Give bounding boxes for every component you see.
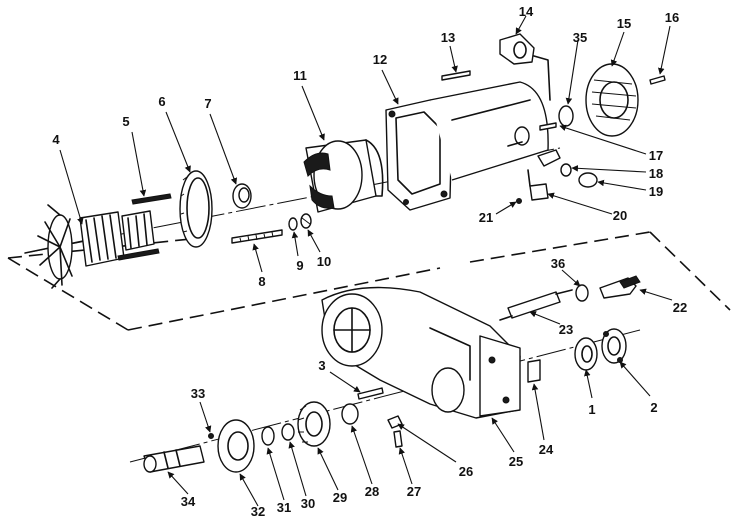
label-8: 8 xyxy=(258,274,265,289)
label-13: 13 xyxy=(441,30,455,45)
label-1: 1 xyxy=(588,402,595,417)
leader-lines xyxy=(59,15,673,507)
brush-set xyxy=(117,193,172,261)
armature-fan xyxy=(24,204,155,289)
label-23: 23 xyxy=(559,322,573,337)
label-3: 3 xyxy=(318,358,325,373)
label-32: 32 xyxy=(251,504,265,519)
bearing-retainer xyxy=(527,328,627,383)
label-36: 36 xyxy=(551,256,565,271)
label-7: 7 xyxy=(204,96,211,111)
label-31: 31 xyxy=(277,500,291,515)
drive-train xyxy=(143,401,359,473)
label-30: 30 xyxy=(301,496,315,511)
small-parts xyxy=(516,105,598,204)
screw-washer-set xyxy=(231,213,312,244)
shaft-and-switch xyxy=(499,275,641,321)
label-10: 10 xyxy=(317,254,331,269)
label-18: 18 xyxy=(649,166,663,181)
label-34: 34 xyxy=(181,494,196,509)
label-16: 16 xyxy=(665,10,679,25)
label-6: 6 xyxy=(158,94,165,109)
label-20: 20 xyxy=(613,208,627,223)
label-25: 25 xyxy=(509,454,523,469)
baffle-ring xyxy=(179,170,213,248)
label-4: 4 xyxy=(52,132,60,147)
label-22: 22 xyxy=(673,300,687,315)
field-assembly xyxy=(303,139,384,213)
label-17: 17 xyxy=(649,148,663,163)
part-number-labels: 1 2 3 4 5 6 7 8 9 10 11 12 13 14 15 16 1… xyxy=(52,4,687,519)
label-19: 19 xyxy=(649,184,663,199)
label-29: 29 xyxy=(333,490,347,505)
label-28: 28 xyxy=(365,484,379,499)
label-33: 33 xyxy=(191,386,205,401)
label-2: 2 xyxy=(650,400,657,415)
top-screw xyxy=(441,70,471,81)
label-27: 27 xyxy=(407,484,421,499)
label-11: 11 xyxy=(293,68,307,83)
label-12: 12 xyxy=(373,52,387,67)
label-21: 21 xyxy=(479,210,493,225)
end-bell xyxy=(585,63,666,137)
label-9: 9 xyxy=(296,258,303,273)
label-15: 15 xyxy=(617,16,631,31)
label-24: 24 xyxy=(539,442,554,457)
label-5: 5 xyxy=(122,114,129,129)
label-35: 35 xyxy=(573,30,587,45)
gear-housing xyxy=(321,286,521,419)
label-14: 14 xyxy=(519,4,534,19)
bearing-7 xyxy=(232,183,252,209)
motor-housing xyxy=(385,81,549,211)
label-26: 26 xyxy=(459,464,473,479)
